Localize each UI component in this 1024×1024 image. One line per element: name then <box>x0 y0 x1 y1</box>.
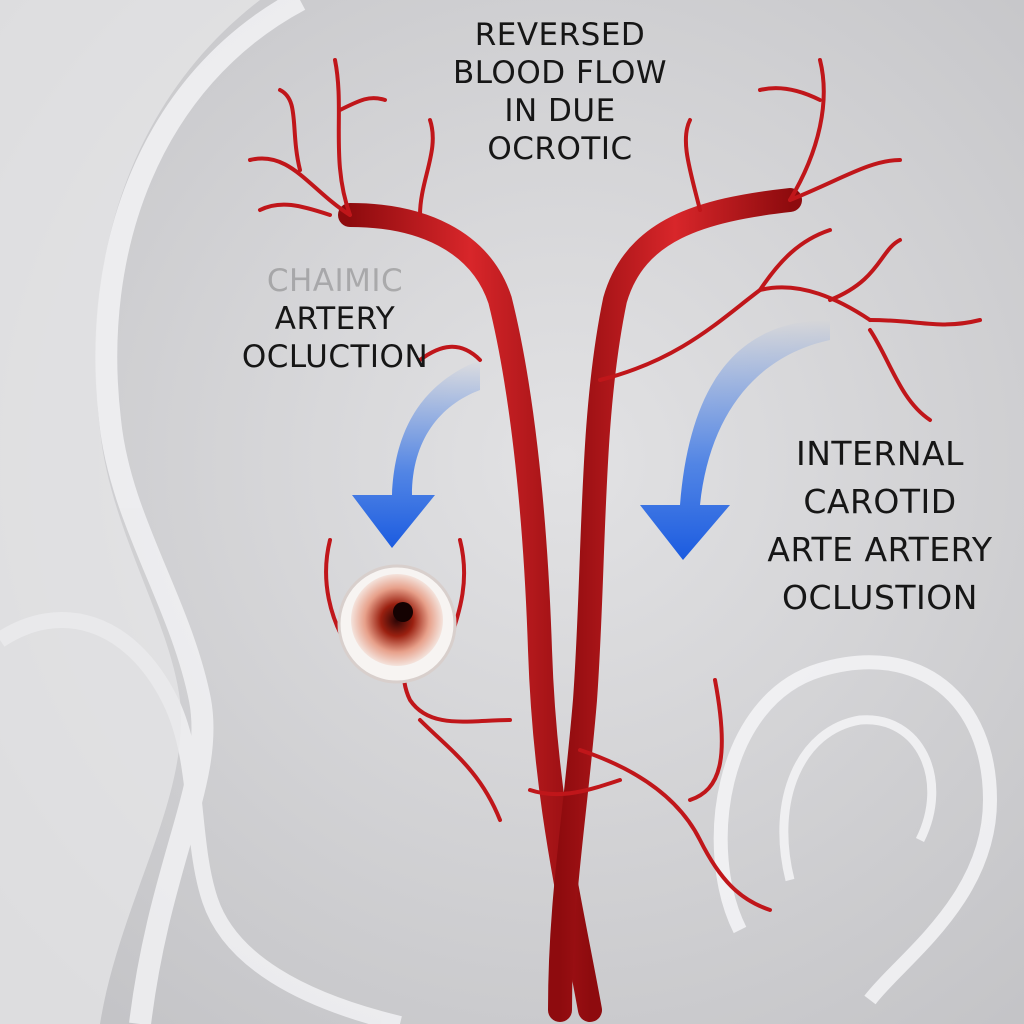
label-line: CHAIMIC <box>266 263 404 299</box>
right-carotid-artery <box>548 188 802 1022</box>
title-line: OCROTIC <box>487 131 633 167</box>
right-flow-arrow <box>640 320 830 560</box>
flow-arrows <box>352 320 830 560</box>
label-line: ARTE ARTERY <box>767 530 993 569</box>
label-line: ARTERY <box>274 301 396 337</box>
left-flow-arrow <box>352 360 480 548</box>
title-line: IN DUE <box>504 93 616 129</box>
occlusion-cross-section <box>337 564 457 684</box>
label-line: CAROTID <box>803 482 957 521</box>
title-label: REVERSED BLOOD FLOW IN DUE OCROTIC <box>440 16 680 168</box>
title-line: REVERSED <box>474 17 646 53</box>
label-line: INTERNAL <box>795 434 964 473</box>
head-shadow <box>0 0 260 1024</box>
ear <box>713 655 998 1005</box>
title-line: BLOOD FLOW <box>452 55 667 91</box>
label-line: OCLUSTION <box>782 578 978 617</box>
ophthalmic-artery-label: CHAIMIC ARTERY OCLUCTION <box>225 262 445 376</box>
label-line: OCLUCTION <box>241 339 429 375</box>
arteries <box>248 58 982 1022</box>
internal-carotid-label: INTERNAL CAROTID ARTE ARTERY OCLUSTION <box>740 430 1020 622</box>
